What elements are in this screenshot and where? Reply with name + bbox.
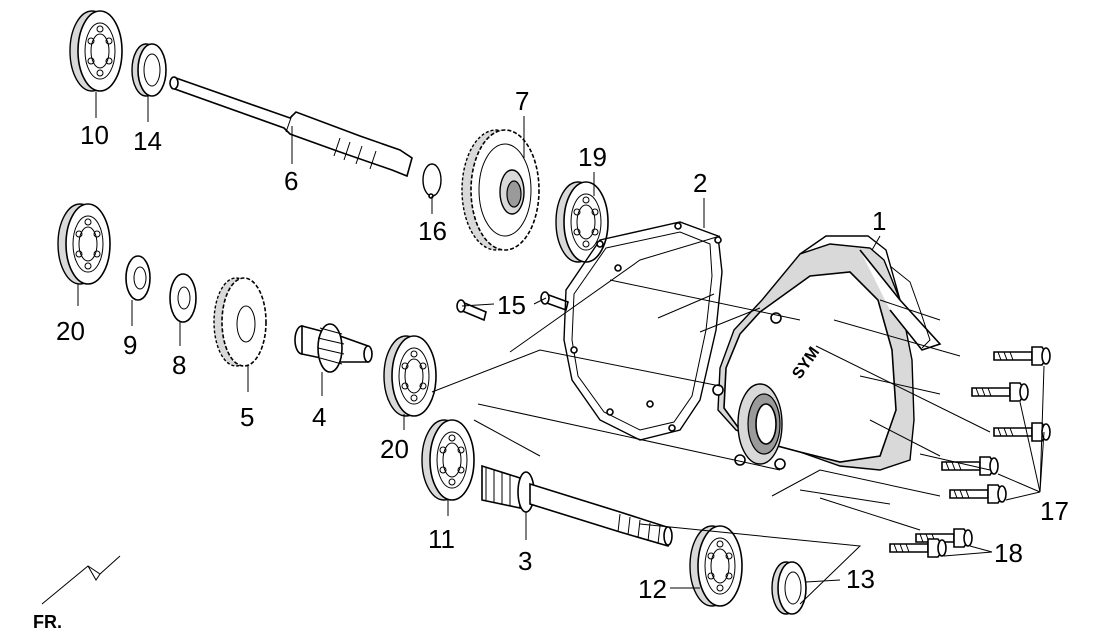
part-5-gear [213,277,267,367]
part-17-bolts [941,346,1051,504]
label-part-6: 6 [284,166,299,196]
part-3-output-shaft [481,464,673,548]
label-part-13: 13 [846,564,875,594]
leader-lines [77,92,1045,589]
part-10-bearing [69,10,123,92]
label-part-2: 2 [693,168,708,198]
label-part-11: 11 [428,524,455,554]
part-4-pinion [294,323,373,373]
part-6-shaft [169,76,413,178]
part-1-cover: SYM [712,235,942,471]
label-part-12: 12 [638,574,667,604]
label-part-20-left: 20 [56,316,85,346]
label-part-16: 16 [418,216,447,246]
part-16-circlip [422,163,442,199]
label-part-17: 17 [1040,496,1069,526]
label-part-18: 18 [994,538,1023,568]
part-12-bearing [689,525,743,607]
part-19-bearing [555,181,609,263]
front-direction-arrow [41,555,121,605]
assembly-guide-lines [431,235,991,605]
part-18-bolts [889,528,973,558]
part-9-washer [125,255,151,301]
part-7-gear [461,129,540,251]
label-part-10: 10 [80,120,109,150]
label-part-7: 7 [515,86,530,116]
label-part-20-middle: 20 [380,434,409,464]
part-13-oil-seal [771,561,807,615]
part-15-dowel-pins [456,291,569,322]
part-11-bearing [421,419,475,501]
label-part-8: 8 [172,350,187,380]
label-part-3: 3 [518,546,533,576]
label-part-19: 19 [578,142,607,172]
label-part-9: 9 [123,330,138,360]
part-20-bearing-left [57,203,111,285]
label-part-4: 4 [312,402,327,432]
label-part-1: 1 [872,206,887,236]
label-part-5: 5 [240,402,255,432]
label-part-15: 15 [497,290,526,320]
part-20-bearing-middle [383,335,437,417]
front-direction-label: FR. [33,612,62,632]
label-part-14: 14 [133,126,162,156]
part-14-oil-seal [131,43,167,97]
part-8-washer [169,273,197,323]
